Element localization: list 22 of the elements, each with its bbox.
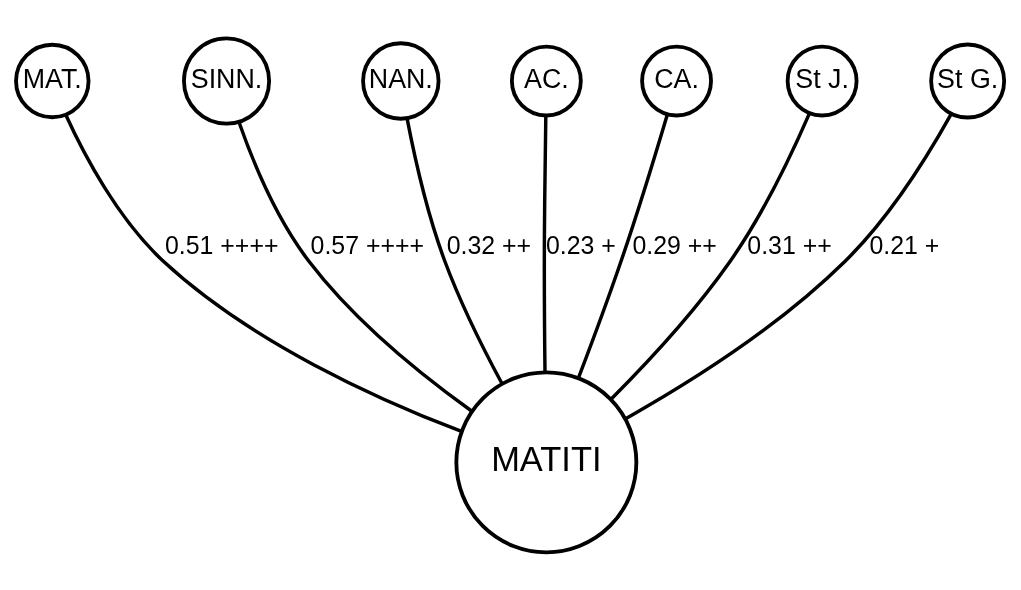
edge-label: 0.32 ++ xyxy=(446,230,532,259)
node-circle: MAT. xyxy=(14,42,91,119)
edge-label: 0.29 ++ xyxy=(632,230,717,259)
connector xyxy=(624,113,953,420)
node-circle: St J. xyxy=(785,44,859,117)
edge-label: 0.23 + xyxy=(545,230,616,259)
connector xyxy=(610,112,812,400)
edge-label: 0.51 ++++ xyxy=(165,230,279,259)
node-circle: St G. xyxy=(929,42,1007,119)
node-circle: NAN. xyxy=(361,40,441,121)
connector xyxy=(237,120,473,413)
connector xyxy=(542,115,548,372)
connector xyxy=(576,113,669,379)
node-circle: MATITI xyxy=(454,369,639,554)
connector xyxy=(64,113,463,433)
node-circle: AC. xyxy=(509,44,583,117)
connector xyxy=(405,118,504,385)
edge-label: 0.57 ++++ xyxy=(310,230,425,259)
edge-label: 0.21 + xyxy=(869,230,940,259)
edge-label: 0.31 ++ xyxy=(747,230,832,259)
node-circle: SINN. xyxy=(182,36,272,126)
node-circle: CA. xyxy=(640,44,713,117)
